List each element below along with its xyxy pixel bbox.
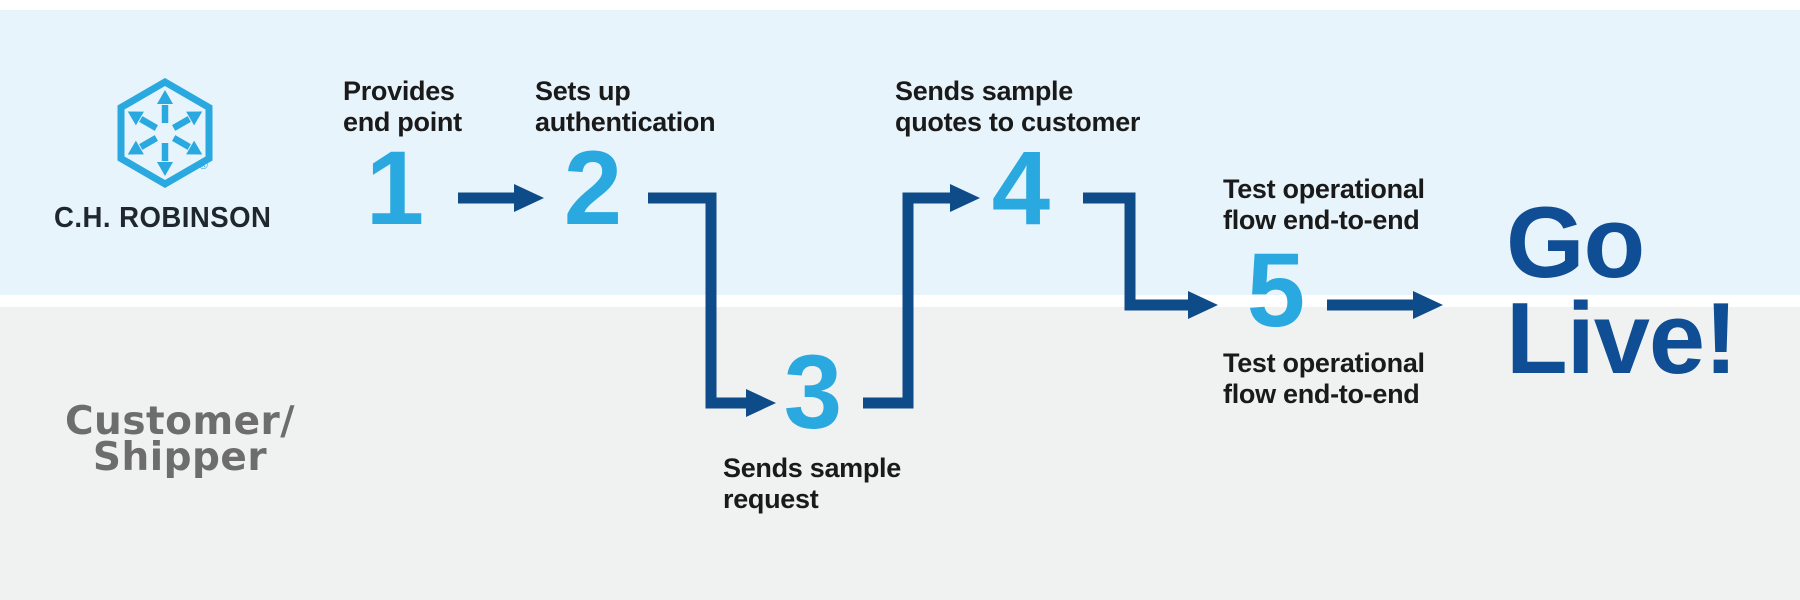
step-2-label-line1: Sets up bbox=[535, 76, 631, 106]
customer-lane bbox=[0, 307, 1800, 600]
step-5-label-bottom-line2: flow end-to-end bbox=[1223, 379, 1420, 409]
customer-label-line2: Shipper bbox=[92, 435, 268, 480]
golive-text: Go Live! bbox=[1506, 187, 1738, 395]
customer-shipper-label: Customer/ Shipper bbox=[40, 399, 320, 480]
step-5-label-top: Test operational flow end-to-end bbox=[1223, 174, 1425, 236]
registered-mark: ® bbox=[199, 158, 208, 172]
arrow-step3-step4 bbox=[863, 184, 980, 409]
logo-rays bbox=[127, 90, 203, 176]
step-3-label-line1: Sends sample bbox=[723, 453, 901, 483]
step-1-label: Provides end point bbox=[343, 76, 462, 138]
step-1-label-line2: end point bbox=[343, 107, 462, 137]
step-3-label-line2: request bbox=[723, 484, 819, 514]
step-4-label-line1: Sends sample bbox=[895, 76, 1073, 106]
step-5-label-top-line2: flow end-to-end bbox=[1223, 205, 1420, 235]
arrow-step4-step5 bbox=[1083, 192, 1218, 319]
step-2-number: 2 bbox=[563, 130, 623, 247]
step-3-number: 3 bbox=[783, 334, 843, 451]
logo-wordmark: C.H. ROBINSON bbox=[54, 202, 272, 234]
step-2-label: Sets up authentication bbox=[535, 76, 716, 138]
step-4-number: 4 bbox=[991, 130, 1051, 247]
step-1-label-line1: Provides bbox=[343, 76, 455, 106]
step-4-label-line2: quotes to customer bbox=[895, 107, 1141, 137]
step-4-label: Sends sample quotes to customer bbox=[895, 76, 1140, 138]
hexagon-arrows-icon bbox=[117, 78, 213, 189]
arrow-step2-step3 bbox=[648, 192, 776, 417]
step-5-number: 5 bbox=[1246, 232, 1306, 349]
provider-lane bbox=[0, 10, 1800, 295]
step-1-number: 1 bbox=[365, 130, 425, 247]
customer-label-line1: Customer/ bbox=[64, 399, 296, 444]
golive-line2: Live! bbox=[1506, 282, 1738, 395]
step-5-label-top-line1: Test operational bbox=[1223, 174, 1425, 204]
step-5-label-bottom-line1: Test operational bbox=[1223, 348, 1425, 378]
step-5-label-bottom: Test operational flow end-to-end bbox=[1223, 348, 1425, 410]
golive-line1: Go bbox=[1506, 187, 1645, 299]
step-3-label: Sends sample request bbox=[723, 453, 901, 515]
step-2-label-line2: authentication bbox=[535, 107, 716, 137]
